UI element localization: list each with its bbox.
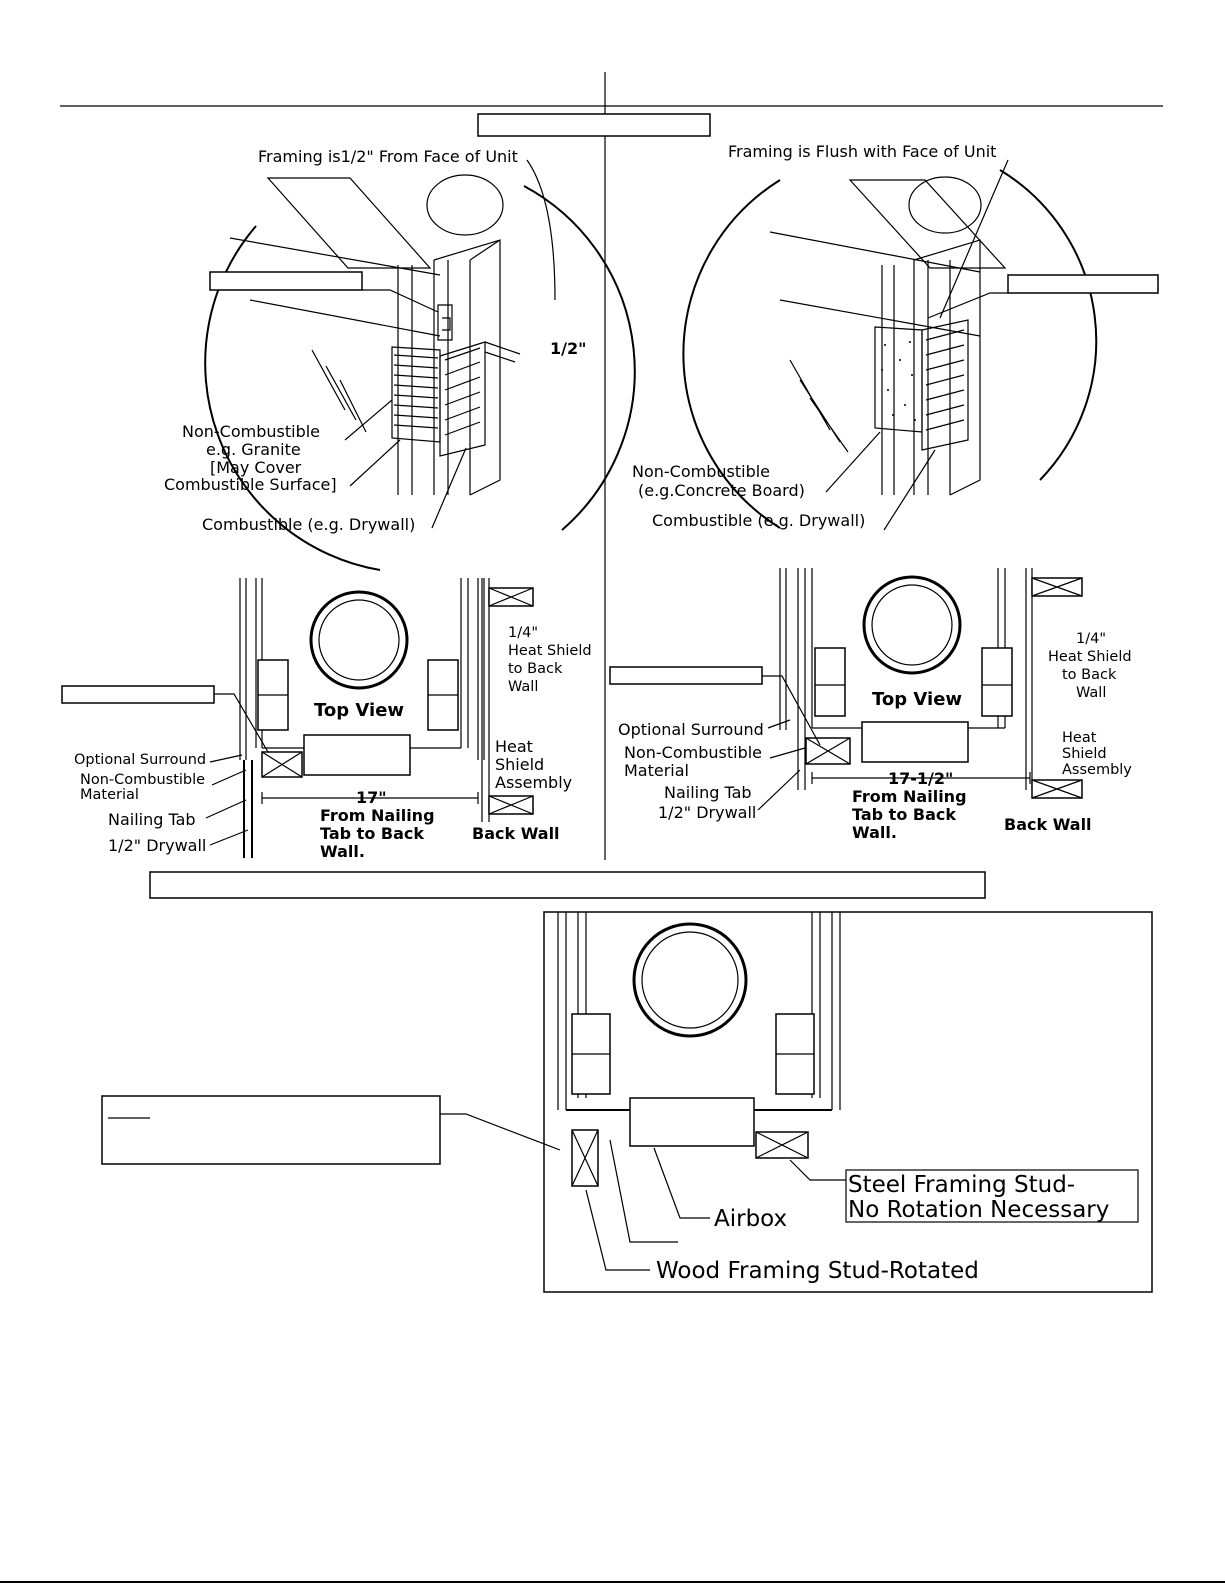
left-framing-offset-leader — [526, 159, 556, 301]
left-nailing-tab-detail — [437, 304, 453, 341]
wood-stud-leader — [585, 1189, 650, 1271]
right-noncomb-label-2: (e.g.Concrete Board) — [638, 481, 805, 500]
left-heat-shield-1: 1/4" — [508, 625, 538, 641]
right-callout-box — [1007, 274, 1159, 294]
left-top-slab — [266, 177, 432, 269]
left-dim-3: Wall. — [320, 842, 365, 861]
right-heat-shield-4: Wall — [1076, 685, 1106, 701]
right-back-wall — [1031, 577, 1083, 799]
left-dim-value: 17" — [356, 788, 387, 807]
right-flue-collar — [862, 575, 962, 675]
section-label-box-bottom — [149, 871, 986, 899]
right-detail-view: Framing is Flush with Face of Unit Non-C… — [632, 142, 1159, 531]
left-heat-shield-3: to Back — [508, 661, 563, 677]
left-topview-callout-box — [61, 685, 215, 704]
steel-stud-label-2: No Rotation Necessary — [848, 1197, 1109, 1223]
left-framing-stud — [261, 751, 303, 778]
left-heat-shield-4: Wall — [508, 679, 538, 695]
left-heat-shield-2: Heat Shield — [508, 643, 592, 659]
right-heat-shield-2: Heat Shield — [1048, 649, 1132, 665]
left-flue-opening — [426, 174, 504, 236]
left-noncomb-material-1: Non-Combustible — [80, 772, 205, 788]
right-dim-line — [811, 772, 1031, 784]
right-drywall-panel — [921, 319, 969, 451]
right-optional-surround: Optional Surround — [618, 720, 764, 739]
right-flue-opening — [908, 176, 982, 234]
bottom-flue-collar — [632, 922, 748, 1038]
right-nailing-tab-label: Nailing Tab — [664, 783, 752, 802]
right-dim-1: From Nailing — [852, 787, 967, 806]
right-assembly-3: Assembly — [1062, 762, 1132, 778]
section-label-box-top — [477, 113, 711, 137]
left-granite-panel — [391, 346, 441, 443]
left-17-dim-line — [261, 792, 479, 804]
right-framing-flush-label: Framing is Flush with Face of Unit — [728, 142, 996, 161]
left-noncomb-label-2: e.g. Granite — [206, 440, 301, 459]
left-back-wall — [481, 578, 534, 822]
steel-stud-label-1: Steel Framing Stud- — [848, 1172, 1075, 1198]
airbox-leader — [653, 1147, 710, 1219]
left-half-inch-dim: 1/2" — [550, 339, 586, 358]
right-topview-callout-box — [609, 666, 763, 685]
left-noncomb-material-2: Material — [80, 787, 139, 803]
right-assembly-2: Shield — [1062, 746, 1107, 762]
right-airbox — [861, 721, 969, 763]
right-back-wall-label: Back Wall — [1004, 815, 1092, 834]
left-flue-collar — [309, 590, 409, 690]
left-top-view: 1/4" Heat Shield to Back Wall Top View H… — [61, 578, 592, 861]
steel-framing-stud — [755, 1131, 809, 1159]
right-framing-stud — [805, 737, 851, 765]
left-dim-1: From Nailing — [320, 806, 435, 825]
right-dim-2: Tab to Back — [852, 805, 956, 824]
right-dim-value: 17-1/2" — [888, 769, 953, 788]
left-noncomb-label-3: [May Cover — [210, 458, 302, 477]
left-assembly-1: Heat — [495, 737, 533, 756]
left-noncomb-label-1: Non-Combustible — [182, 422, 320, 441]
left-combustible-label: Combustible (e.g. Drywall) — [202, 515, 415, 534]
left-noncomb-label-4: Combustible Surface] — [164, 475, 337, 494]
right-noncomb-material-1: Non-Combustible — [624, 743, 762, 762]
wood-stud-label: Wood Framing Stud-Rotated — [656, 1258, 979, 1284]
right-noncomb-material-2: Material — [624, 761, 689, 780]
right-noncomb-label-1: Non-Combustible — [632, 462, 770, 481]
wood-framing-stud-rotated — [571, 1129, 599, 1187]
right-top-view-title: Top View — [872, 689, 962, 710]
right-drywall-label: 1/2" Drywall — [658, 803, 756, 822]
right-combustible-label: Combustible (e.g. Drywall) — [652, 511, 865, 530]
left-detail-view: Framing is1/2" From Face of Unit 1/2" No… — [164, 147, 636, 571]
left-airbox — [303, 734, 411, 776]
left-framing-offset-label: Framing is1/2" From Face of Unit — [258, 147, 518, 166]
right-heat-shield-1: 1/4" — [1076, 631, 1106, 647]
right-top-view: 1/4" Heat Shield to Back Wall Top View H… — [609, 568, 1132, 842]
right-heat-shield-3: to Back — [1062, 667, 1117, 683]
right-assembly-1: Heat — [1062, 730, 1097, 746]
bottom-callout-box — [101, 1095, 441, 1165]
bottom-airbox — [629, 1097, 755, 1147]
left-top-view-title: Top View — [314, 700, 404, 721]
left-dim-2: Tab to Back — [320, 824, 424, 843]
left-detail-circle — [204, 185, 636, 571]
airbox-label: Airbox — [714, 1206, 787, 1232]
left-optional-surround: Optional Surround — [74, 752, 206, 768]
right-dim-3: Wall. — [852, 823, 897, 842]
left-callout-box — [209, 271, 363, 291]
steel-stud-leader — [789, 1159, 846, 1181]
left-back-wall-label: Back Wall — [472, 824, 560, 843]
left-nailing-tab-label: Nailing Tab — [108, 810, 196, 829]
left-assembly-2: Shield — [495, 755, 544, 774]
left-assembly-3: Assembly — [495, 773, 572, 792]
bottom-framing-detail: Steel Framing Stud- No Rotation Necessar… — [101, 911, 1153, 1293]
left-drywall-panel — [439, 341, 486, 457]
left-drywall-label: 1/2" Drywall — [108, 836, 206, 855]
right-detail-circle — [682, 169, 1098, 529]
steel-stud-label-box — [845, 1169, 1139, 1223]
